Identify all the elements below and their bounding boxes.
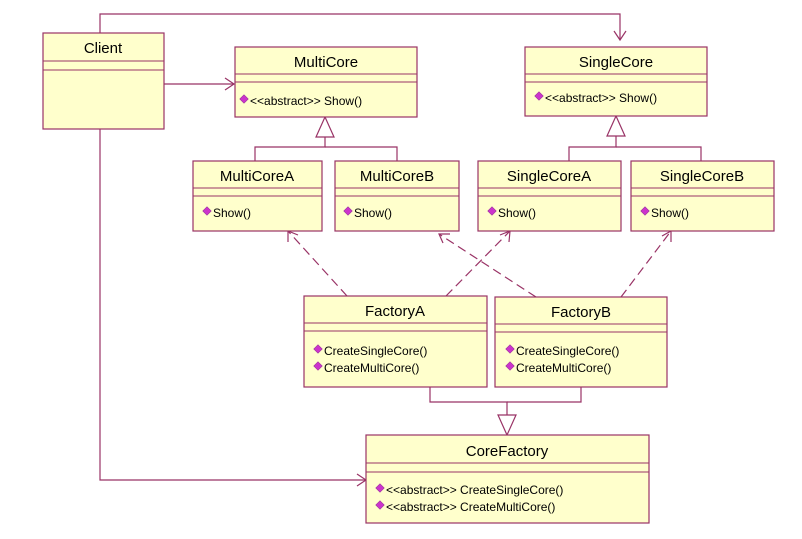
class-singlecoreb-op-1: Show() — [651, 206, 689, 220]
edge-multicorea-multicore — [254, 137, 326, 161]
class-singlecore-op-1: <<abstract>> Show() — [545, 91, 657, 105]
class-singlecore-name: SingleCore — [579, 54, 653, 71]
class-singlecorea-op-1: Show() — [498, 206, 536, 220]
class-singlecoreb-name: SingleCoreB — [660, 168, 744, 185]
operation-marker-icon — [375, 483, 385, 493]
operation-marker-icon — [640, 206, 650, 216]
operation-marker-icon — [313, 344, 323, 354]
edge-client-singlecore — [99, 13, 621, 40]
class-factorya[interactable]: FactoryA CreateSingleCore() CreateMultiC… — [303, 295, 488, 388]
operation-marker-icon — [534, 91, 544, 101]
class-multicorea[interactable]: MultiCoreA Show() — [192, 160, 323, 232]
triangle-multicore — [315, 115, 335, 138]
class-multicoreb-op-1: Show() — [354, 206, 392, 220]
class-singlecore[interactable]: SingleCore <<abstract>> Show() — [524, 46, 708, 117]
operation-marker-icon — [505, 361, 515, 371]
arrowhead-multicore — [224, 77, 236, 91]
edge-factorya-corefactory — [429, 387, 508, 415]
edge-factorya-singlecorea — [445, 230, 511, 297]
arrowhead-multicoreb — [438, 233, 450, 244]
class-corefactory[interactable]: CoreFactory <<abstract>> CreateSingleCor… — [365, 434, 650, 524]
class-multicore-name: MultiCore — [294, 54, 358, 71]
triangle-corefactory — [497, 414, 517, 437]
operation-marker-icon — [375, 500, 385, 510]
class-multicoreb-name: MultiCoreB — [360, 168, 434, 185]
class-factoryb-name: FactoryB — [551, 304, 611, 321]
edge-factoryb-corefactory — [507, 387, 582, 403]
operation-marker-icon — [343, 206, 353, 216]
edge-factoryb-singlecoreb — [620, 230, 672, 298]
operation-marker-icon — [505, 344, 515, 354]
edge-client-corefactory — [99, 129, 366, 481]
class-client[interactable]: Client — [42, 32, 165, 130]
class-factorya-name: FactoryA — [365, 303, 425, 320]
class-corefactory-op-1: <<abstract>> CreateSingleCore() — [386, 483, 563, 497]
edge-singlecorea-singlecore — [568, 136, 617, 161]
operation-marker-icon — [313, 361, 323, 371]
operation-marker-icon — [487, 206, 497, 216]
edge-factorya-multicorea — [287, 230, 348, 297]
class-corefactory-name: CoreFactory — [466, 443, 549, 460]
class-singlecorea[interactable]: SingleCoreA Show() — [477, 160, 622, 232]
edge-factoryb-multicoreb — [438, 233, 537, 298]
arrowhead-singlecore — [613, 30, 627, 42]
class-corefactory-op-2: <<abstract>> CreateMultiCore() — [386, 500, 555, 514]
edge-singlecoreb-singlecore — [616, 146, 702, 161]
operation-marker-icon — [202, 206, 212, 216]
class-multicore[interactable]: MultiCore <<abstract>> Show() — [234, 46, 418, 118]
operation-marker-icon — [239, 94, 249, 104]
class-factorya-op-1: CreateSingleCore() — [324, 344, 427, 358]
triangle-singlecore — [606, 114, 626, 137]
class-singlecoreb[interactable]: SingleCoreB Show() — [630, 160, 775, 232]
class-singlecorea-name: SingleCoreA — [507, 168, 591, 185]
class-multicorea-op-1: Show() — [213, 206, 251, 220]
edges — [99, 13, 702, 487]
edge-multicoreb-multicore — [325, 146, 398, 161]
class-factoryb[interactable]: FactoryB CreateSingleCore() CreateMultiC… — [494, 296, 668, 388]
class-client-name: Client — [84, 40, 123, 57]
class-multicorea-name: MultiCoreA — [220, 168, 294, 185]
class-multicoreb[interactable]: MultiCoreB Show() — [334, 160, 460, 232]
class-factoryb-op-2: CreateMultiCore() — [516, 361, 611, 375]
class-multicore-op-1: <<abstract>> Show() — [250, 94, 362, 108]
class-factoryb-op-1: CreateSingleCore() — [516, 344, 619, 358]
class-factorya-op-2: CreateMultiCore() — [324, 361, 419, 375]
